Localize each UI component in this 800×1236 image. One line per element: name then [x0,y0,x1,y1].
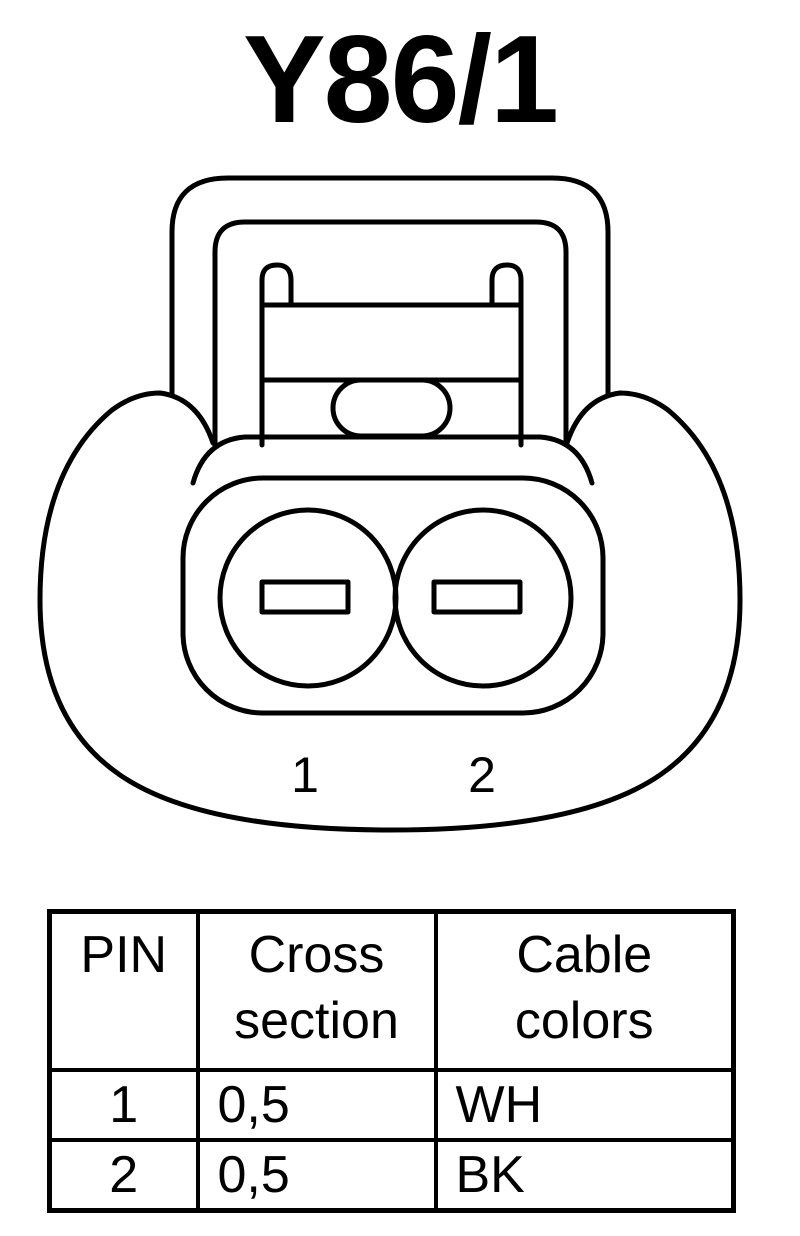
latch-post-left [259,262,294,448]
pin-label-1: 1 [291,747,319,803]
pin-socket-1 [217,507,399,689]
table-row: 1 0,5 WH [47,1068,736,1142]
body-shoulder [190,434,595,486]
pin-housing [180,475,606,716]
table-header-row: PIN Cross section Cable colors [47,909,736,1072]
latch-outer-frame [169,175,611,398]
header-cable-colors: Cable colors [433,909,736,1072]
connector-title: Y86/1 [242,11,559,149]
pin-number: 2 [47,1138,200,1213]
latch-inner-frame [212,219,569,448]
connector-diagram: 1 2 [37,175,743,833]
pin-label-2: 2 [468,747,496,803]
pin-assignment-table: PIN Cross section Cable colors 1 0,5 WH … [47,909,736,1213]
connector-body [37,390,743,833]
cable-color-value: WH [433,1068,736,1142]
latch-release-oval [330,377,453,439]
header-pin: PIN [47,909,200,1072]
pin-contact-1 [259,579,351,615]
cross-section-value: 0,5 [195,1068,438,1142]
pin-number: 1 [47,1068,200,1142]
pin-contact-2 [431,579,523,615]
cross-section-value: 0,5 [195,1138,438,1213]
header-cross-section: Cross section [195,909,438,1072]
latch-post-right [489,262,524,448]
table-row: 2 0,5 BK [47,1138,736,1213]
pin-socket-2 [392,507,574,689]
cable-color-value: BK [433,1138,736,1213]
